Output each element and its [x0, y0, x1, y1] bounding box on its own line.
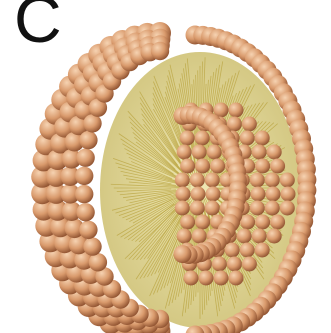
inner-leaflet-bead: [195, 159, 210, 174]
inner-leaflet-bead: [192, 229, 207, 244]
inner-leaflet-bead: [280, 173, 295, 188]
inner-leaflet-bead: [240, 215, 255, 230]
inner-leaflet-bead: [195, 215, 210, 230]
inner-leaflet-bead: [267, 229, 282, 244]
inner-leaflet-bead: [266, 187, 281, 202]
outer-leaflet-bead: [79, 221, 97, 239]
outer-leaflet-bead: [83, 237, 101, 255]
inner-leaflet-bead: [270, 159, 285, 174]
inner-leaflet-bead: [177, 145, 192, 160]
inner-leaflet-bead: [240, 131, 255, 146]
outer-leaflet-bead: [75, 185, 93, 203]
inner-leaflet-bead: [199, 271, 214, 286]
inner-leaflet-bead: [240, 243, 255, 258]
inner-leaflet-bead: [281, 187, 296, 202]
inner-leaflet-bead: [225, 243, 240, 258]
inner-leaflet-bead: [212, 257, 227, 272]
outer-leaflet-bead: [83, 114, 101, 132]
cut-edge-inner-bead: [174, 245, 192, 263]
inner-leaflet-bead: [267, 145, 282, 160]
outer-leaflet-bead: [75, 167, 93, 185]
inner-leaflet-bead: [229, 103, 244, 118]
inner-leaflet-bead: [255, 159, 270, 174]
inner-leaflet-bead: [265, 201, 280, 216]
panel-label: C: [14, 0, 62, 52]
inner-leaflet-bead: [175, 173, 190, 188]
inner-leaflet-bead: [210, 159, 225, 174]
inner-leaflet-bead: [252, 145, 267, 160]
outer-leaflet-bead: [79, 131, 97, 149]
outer-leaflet-bead: [76, 149, 94, 167]
outer-leaflet-bead: [89, 253, 107, 271]
inner-leaflet-bead: [280, 201, 295, 216]
inner-leaflet-bead: [237, 229, 252, 244]
inner-leaflet-bead: [214, 271, 229, 286]
inner-leaflet-bead: [207, 145, 222, 160]
inner-leaflet-bead: [180, 131, 195, 146]
inner-leaflet-bead: [180, 215, 195, 230]
inner-leaflet-bead: [184, 271, 199, 286]
inner-leaflet-bead: [205, 173, 220, 188]
inner-leaflet-bead: [190, 173, 205, 188]
inner-leaflet-bead: [270, 215, 285, 230]
inner-leaflet-bead: [265, 173, 280, 188]
inner-leaflet-bead: [227, 257, 242, 272]
inner-leaflet-bead: [177, 229, 192, 244]
inner-leaflet-bead: [195, 131, 210, 146]
inner-leaflet-bead: [255, 131, 270, 146]
inner-leaflet-bead: [242, 257, 257, 272]
outer-leaflet-bead: [151, 42, 169, 60]
inner-leaflet-bead: [250, 201, 265, 216]
inner-leaflet-bead: [251, 187, 266, 202]
inner-leaflet-bead: [255, 243, 270, 258]
inner-leaflet-bead: [191, 187, 206, 202]
inner-leaflet-bead: [190, 201, 205, 216]
inner-leaflet-bead: [255, 215, 270, 230]
inner-leaflet-bead: [175, 201, 190, 216]
inner-leaflet-bead: [192, 145, 207, 160]
inner-leaflet-bead: [229, 271, 244, 286]
inner-leaflet-bead: [252, 229, 267, 244]
inner-leaflet-bead: [180, 159, 195, 174]
inner-leaflet-bead: [205, 201, 220, 216]
inner-leaflet-bead: [176, 187, 191, 202]
inner-leaflet-bead: [242, 117, 257, 132]
inner-leaflet-bead: [250, 173, 265, 188]
inner-leaflet-bead: [206, 187, 221, 202]
outer-leaflet-bead: [76, 203, 94, 221]
